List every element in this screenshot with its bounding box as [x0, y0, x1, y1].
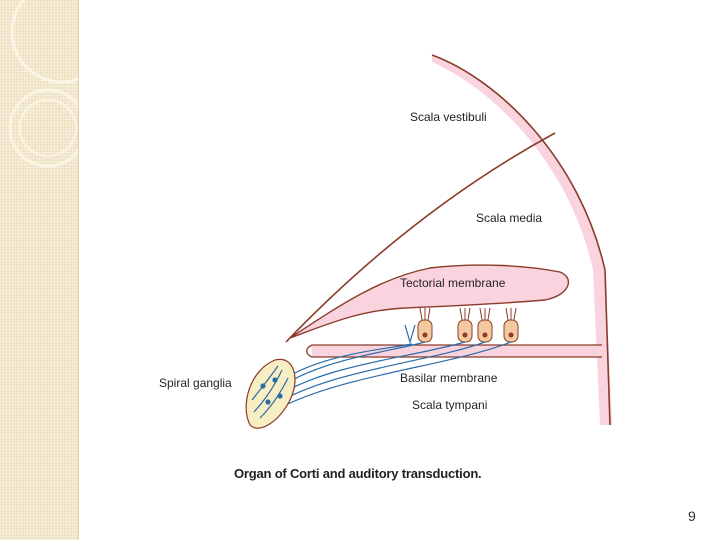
basilar-band	[312, 345, 602, 357]
reissners-membrane	[285, 132, 556, 343]
label-scala-media: Scala media	[476, 211, 543, 225]
decorative-circles	[8, 0, 78, 168]
label-scala-vestibuli: Scala vestibuli	[410, 110, 487, 124]
outer-wall-line	[431, 54, 611, 426]
page-number: 9	[688, 508, 696, 524]
cochlea-illustration	[245, 54, 612, 429]
spiral-ganglia-shape	[245, 358, 296, 429]
organ-of-corti-diagram: Scala vestibuli Scala media Tectorial me…	[150, 40, 620, 450]
label-scala-tympani: Scala tympani	[412, 398, 488, 412]
outer-wall-band	[432, 55, 612, 425]
label-tectorial-membrane: Tectorial membrane	[400, 276, 506, 290]
tectorial-membrane-shape	[289, 264, 570, 339]
decorative-side-strip	[0, 0, 79, 540]
figure-caption: Organ of Corti and auditory transduction…	[234, 466, 482, 481]
label-spiral-ganglia: Spiral ganglia	[159, 376, 232, 390]
hair-cells	[417, 307, 519, 343]
label-basilar-membrane: Basilar membrane	[400, 371, 498, 385]
